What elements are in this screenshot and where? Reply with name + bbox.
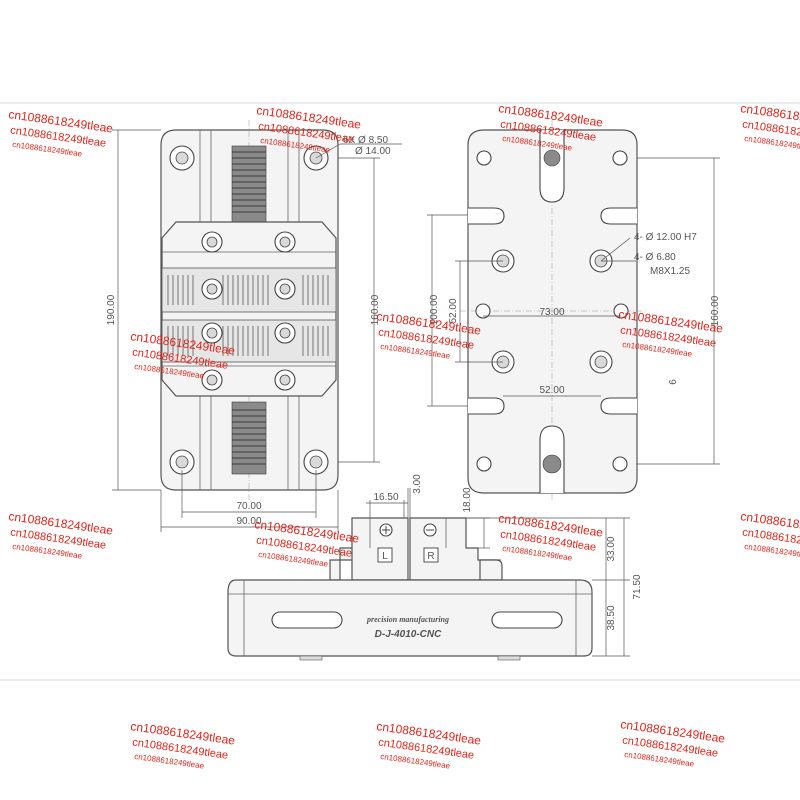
callout-bore: 4- Ø 12.00 H7 (634, 232, 697, 243)
dim-step: 18.00 (462, 487, 473, 512)
watermark: cn1088618249tleae cn1088618249tleae cn10… (8, 107, 115, 159)
watermark: cn1088618249tleae cn1088618249tleae cn10… (8, 509, 115, 561)
side-slot-left (271, 611, 343, 629)
notch-right-top (600, 207, 637, 225)
watermarks: cn1088618249tleae cn1088618249tleae cn10… (8, 101, 800, 771)
engraving-1: precision manufacturing (366, 615, 449, 624)
dim-gap: 3.00 (412, 474, 423, 494)
dim-small-right: 6 (668, 379, 679, 385)
side-view: L R precision manufacturing D-J-4010-CNC… (227, 474, 643, 661)
watermark: cn1088618249tleae cn1088618249tleae cn10… (740, 509, 800, 561)
lead-screw-top (231, 145, 267, 223)
watermark: cn1088618249tleae cn1088618249tleae cn10… (740, 101, 800, 153)
jaw-mark-left: L (382, 551, 388, 562)
dim-bottom-height: 160.00 (710, 295, 721, 326)
watermark: cn1088618249tleae cn1088618249tleae cn10… (498, 511, 605, 563)
callout-thread-2: M8X1.25 (650, 266, 690, 277)
bottom-view: 100.00 52.00 160.00 73.00 52.00 4- Ø 12.… (427, 120, 721, 500)
jaw-serration-lower (161, 319, 337, 363)
hole-callout-1: 6X Ø 8.50 (343, 135, 388, 146)
jaw-bolts (201, 231, 296, 391)
watermark: cn1088618249tleae cn1088618249tleae cn10… (376, 309, 483, 361)
jaw-mark-right: R (427, 551, 434, 562)
side-base-block (227, 579, 593, 657)
callout-thread-1: 4- Ø 6.80 (634, 252, 676, 263)
bottom-base-plate (467, 129, 638, 494)
engraving-2: D-J-4010-CNC (375, 629, 442, 640)
side-knob (479, 559, 503, 581)
dim-total: 71.50 (632, 574, 643, 599)
watermark: cn1088618249tleae cn1088618249tleae cn10… (130, 719, 237, 771)
dim-front-height-total: 190.00 (106, 294, 117, 325)
dim-lower: 38.50 (606, 605, 617, 630)
dim-front-height-inner: 160.00 (370, 294, 381, 325)
dim-bottom-inner-half: 52.00 (448, 298, 459, 323)
dim-jaw-width: 16.50 (373, 492, 398, 503)
dim-bottom-inner-height: 100.00 (429, 294, 440, 325)
jaw-mark-right-box (423, 547, 439, 563)
notch-left-bottom (468, 397, 505, 415)
top-slot-screw (543, 149, 561, 167)
bottom-holes (475, 150, 629, 472)
dim-bottom-lower-width: 52.00 (539, 385, 564, 396)
hole-callout-2: Ø 14.00 (355, 146, 391, 157)
notch-left-top (468, 207, 505, 225)
side-slot-right (491, 611, 563, 629)
dim-bottom-center-width: 73.00 (539, 307, 564, 318)
watermark: cn1088618249tleae cn1088618249tleae cn10… (620, 717, 727, 769)
notch-right-bottom (600, 397, 637, 415)
front-view: 190.00 160.00 70.00 90.00 6X Ø 8.50 Ø 14… (106, 120, 402, 532)
dim-upper: 33.00 (606, 536, 617, 561)
jaw-serration-upper (161, 267, 337, 313)
watermark: cn1088618249tleae cn1088618249tleae cn10… (376, 719, 483, 771)
lead-screw-bottom (231, 401, 267, 475)
bottom-slot-screw (542, 454, 562, 474)
dim-front-width-inner: 70.00 (236, 501, 261, 512)
dim-front-width-total: 90.00 (236, 516, 261, 527)
watermark: cn1088618249tleae cn1088618249tleae cn10… (254, 517, 361, 569)
jaw-mark-left-box (377, 547, 393, 563)
